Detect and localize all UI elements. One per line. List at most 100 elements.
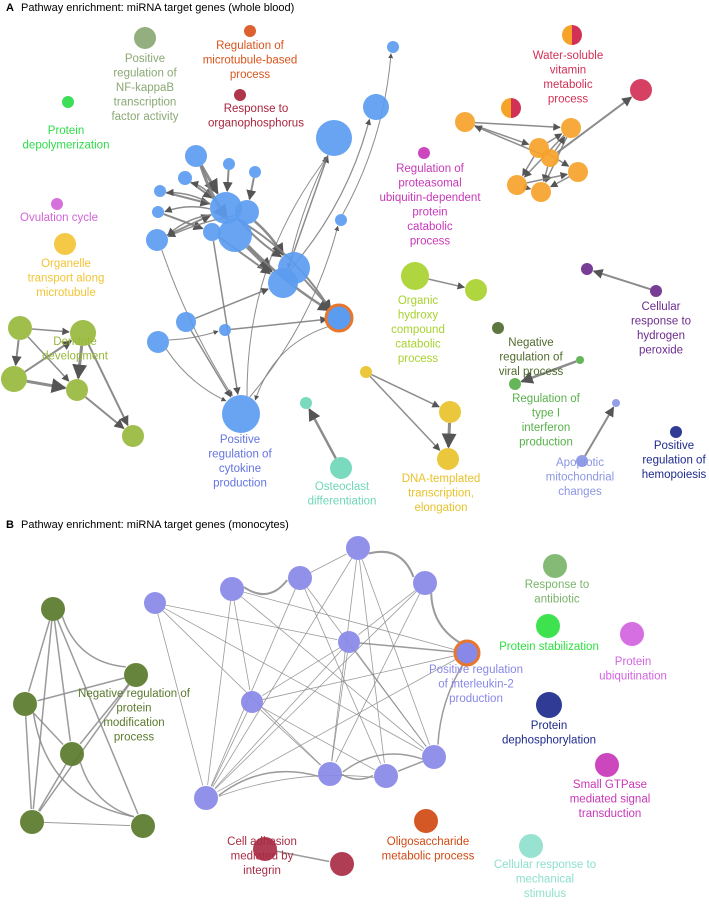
network-edge — [441, 422, 457, 449]
network-edge — [165, 604, 338, 641]
cluster-label-line: metabolic — [543, 79, 592, 91]
network-edge — [190, 330, 232, 398]
cluster-label-line: process — [548, 94, 589, 106]
network-edge — [331, 652, 348, 762]
cluster-label-line: transcription — [114, 97, 177, 109]
network-node — [541, 149, 559, 167]
network-edge — [207, 600, 231, 786]
network-edge — [24, 715, 32, 810]
network-node — [374, 764, 398, 788]
network-node — [222, 395, 260, 433]
cluster-label-line: Protein stabilization — [499, 641, 599, 653]
network-edge — [342, 753, 423, 773]
network-edge — [190, 180, 214, 199]
cluster-label-line: Oligosaccharide — [387, 836, 469, 848]
cluster-label-line: compound — [391, 324, 445, 336]
network-edge — [342, 53, 394, 215]
network-edge — [397, 760, 424, 772]
network-edge — [556, 96, 633, 154]
network-node — [241, 691, 263, 713]
cluster-label-line: Apoptotic — [556, 457, 604, 469]
network-node — [146, 229, 168, 251]
cluster-label-line: hydroxy — [398, 310, 439, 322]
network-node — [147, 331, 169, 353]
network-node — [414, 809, 438, 833]
network-node — [439, 401, 461, 423]
network-edge — [27, 620, 51, 692]
network-edge — [359, 642, 457, 653]
network-edge — [287, 155, 329, 270]
network-edge — [592, 269, 651, 291]
cluster-label-line: regulation of — [208, 449, 272, 461]
cluster-label-line: Regulation of — [396, 163, 465, 175]
network-node — [318, 762, 342, 786]
cluster-label-line: response to — [631, 316, 691, 328]
cluster-label-line: organophosphorus — [208, 118, 304, 130]
network-edge — [474, 124, 530, 146]
network-edge — [474, 121, 561, 131]
network-edge — [31, 327, 70, 336]
cluster-label-line: modification — [103, 717, 164, 729]
cluster-label-line: antibiotic — [534, 594, 580, 606]
network-node — [670, 426, 682, 438]
cluster-label-line: Osteoclast — [315, 481, 370, 493]
cluster-label-line: Response to — [224, 103, 289, 115]
network-node — [131, 814, 155, 838]
network-node — [54, 233, 76, 255]
network-node — [401, 262, 429, 290]
network-node — [576, 455, 588, 467]
cluster-label-line: development — [42, 351, 109, 363]
network-edge — [32, 620, 53, 810]
cluster-label-line: depolymerization — [23, 140, 110, 152]
network-node — [288, 566, 312, 590]
cluster-label-line: Protein — [48, 125, 84, 137]
network-edge — [276, 850, 330, 863]
network-node — [124, 663, 148, 687]
network-node — [51, 198, 63, 210]
highlighted-node — [324, 303, 354, 333]
network-node — [507, 175, 527, 195]
panel-b-heading: Pathway enrichment: miRNA target genes (… — [21, 519, 289, 531]
cluster-label-line: Ovulation cycle — [20, 212, 98, 224]
cluster-label-line: transport along — [28, 273, 105, 285]
cluster-label-line: mitochondrial — [546, 472, 614, 484]
cluster-label-line: Regulation of — [512, 393, 581, 405]
network-node — [41, 597, 65, 621]
network-edge — [164, 205, 211, 213]
network-edge — [212, 240, 241, 395]
network-edge — [550, 176, 570, 188]
network-edge — [437, 662, 465, 745]
cluster-label-line: ubiquitination — [599, 671, 667, 683]
network-edge — [211, 711, 248, 787]
network-node — [612, 399, 620, 407]
network-edge — [355, 650, 427, 747]
cluster-label-line: Organelle — [41, 258, 91, 270]
network-edge — [168, 330, 219, 341]
network-node — [144, 592, 166, 614]
network-edge — [584, 406, 615, 457]
network-node — [363, 94, 389, 120]
network-edge — [165, 348, 227, 402]
network-node — [650, 285, 662, 297]
network-edge — [161, 249, 233, 397]
cluster-label-line: ubiquitin-dependent — [379, 192, 481, 204]
cluster-label-line: process — [114, 732, 155, 744]
network-edge — [218, 770, 319, 797]
cluster-label-line: catabolic — [395, 339, 441, 351]
network-node — [568, 162, 588, 182]
cluster-label-line: mediated by — [231, 851, 294, 863]
cluster-label-line: Organic — [398, 295, 439, 307]
cluster-label-line: Positive — [220, 434, 260, 446]
network-edge — [214, 649, 342, 789]
split-node-right — [572, 25, 582, 45]
cluster-label-line: viral process — [499, 366, 564, 378]
